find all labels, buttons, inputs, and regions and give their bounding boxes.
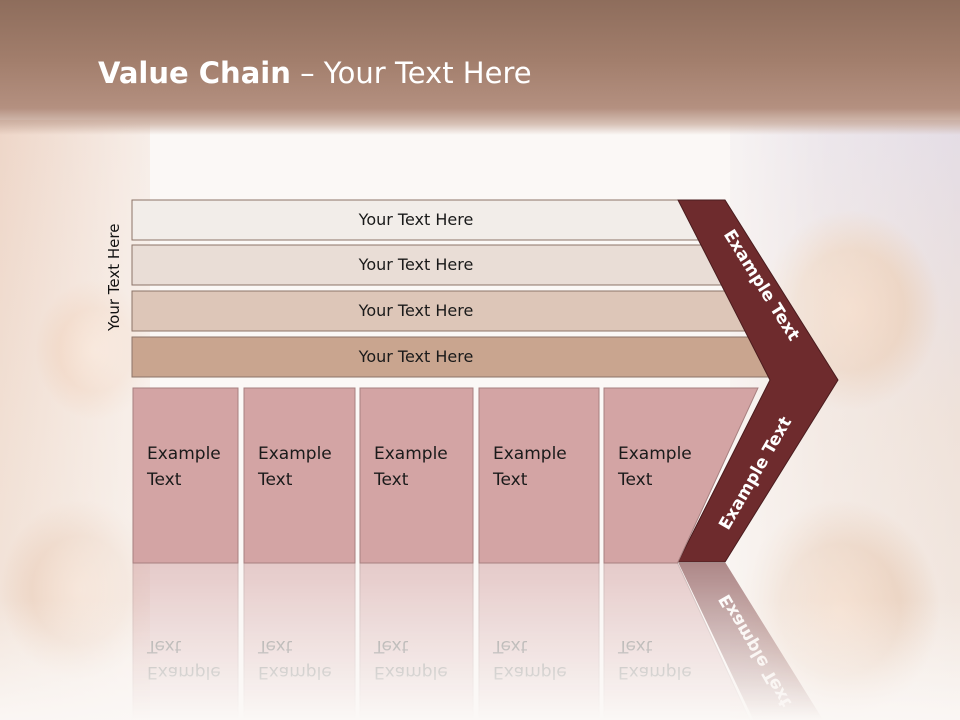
column-label-line2: Text <box>617 470 653 490</box>
column-label-reflection: Example <box>258 662 332 682</box>
chevron-reflection <box>678 562 824 720</box>
slide-title-rest: – Your Text Here <box>290 56 532 90</box>
column-label-reflection: Text <box>492 636 528 656</box>
row-label: Your Text Here <box>358 255 474 274</box>
column-reflection <box>603 562 751 720</box>
column-label-reflection: Example <box>493 662 567 682</box>
column-label-line2: Text <box>373 470 409 490</box>
column-label-line2: Text <box>492 470 528 490</box>
column-label-reflection: Example <box>618 662 692 682</box>
column-reflection <box>478 562 600 720</box>
column-reflection <box>132 562 239 720</box>
slide-title: Value Chain – Your Text Here <box>98 56 532 90</box>
column-label-line1: Example <box>374 444 448 464</box>
column-label-line2: Text <box>257 470 293 490</box>
column-reflection <box>359 562 474 720</box>
title-band <box>0 0 960 135</box>
column-label-reflection: Text <box>146 636 182 656</box>
slide-title-bold: Value Chain <box>98 56 291 90</box>
row-label: Your Text Here <box>358 347 474 366</box>
row-label: Your Text Here <box>358 210 474 229</box>
column-label-reflection: Text <box>257 636 293 656</box>
column-label-line1: Example <box>493 444 567 464</box>
row-label: Your Text Here <box>358 301 474 320</box>
column-label-line1: Example <box>147 444 221 464</box>
column-label-reflection: Example <box>147 662 221 682</box>
column-label-line2: Text <box>146 470 182 490</box>
column-label-reflection: Example <box>374 662 448 682</box>
column-label-reflection: Text <box>617 636 653 656</box>
column-label-reflection: Text <box>373 636 409 656</box>
column-label-line1: Example <box>258 444 332 464</box>
column-reflection <box>243 562 356 720</box>
column-label-line1: Example <box>618 444 692 464</box>
